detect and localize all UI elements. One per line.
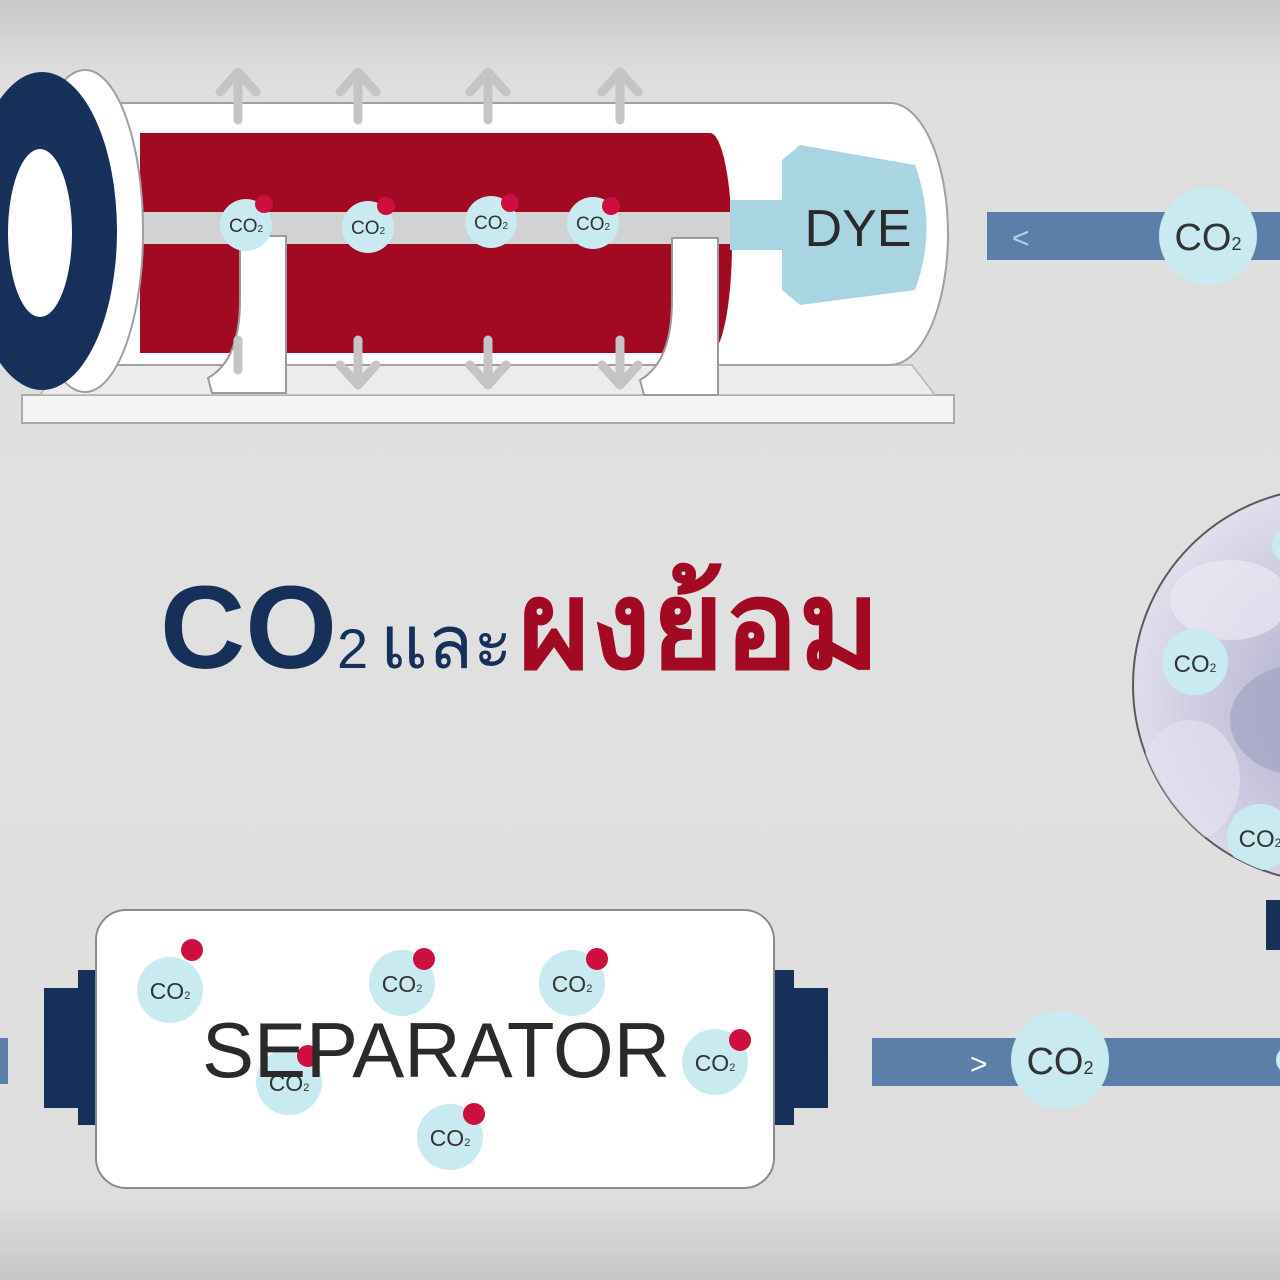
headline: CO2 และ ผงย้อม xyxy=(160,557,880,695)
return-pipe: < CO2 xyxy=(987,187,1280,285)
svg-text:CO2: CO2 xyxy=(474,213,509,234)
arrow-down-icon xyxy=(597,335,643,390)
title-dye-powder: ผงย้อม xyxy=(518,557,880,695)
svg-text:CO2: CO2 xyxy=(1174,651,1217,678)
arrow-down-icon xyxy=(465,335,511,390)
svg-text:CO2: CO2 xyxy=(1026,1041,1093,1083)
co2-molecule-icon: CO2 xyxy=(137,939,203,1023)
co2-molecule-icon: CO2 xyxy=(567,197,620,249)
svg-text:CO2: CO2 xyxy=(229,216,264,237)
dye-label: DYE xyxy=(805,200,912,258)
arrow-up-icon xyxy=(335,67,381,125)
outlet-pipe: > CO2 xyxy=(872,1011,1280,1109)
machine-base xyxy=(21,394,955,424)
co2-molecule-icon: CO2 xyxy=(1227,804,1280,870)
separator-flange-right-outer xyxy=(788,988,828,1108)
co2-molecule-icon: CO2 xyxy=(465,194,519,248)
co2-molecule-icon: CO2 xyxy=(256,1045,322,1115)
co2-molecule-icon: CO2 xyxy=(1159,187,1257,285)
pipe-left-stub xyxy=(0,1038,8,1084)
svg-text:CO2: CO2 xyxy=(351,218,386,239)
separator-label: SEPARATOR xyxy=(202,1006,670,1094)
arrow-up-icon xyxy=(465,67,511,125)
dye-injector xyxy=(730,145,927,305)
beam-support-left xyxy=(206,235,287,394)
co2-molecule-icon: CO2 xyxy=(1162,629,1228,695)
arrow-up-icon xyxy=(597,67,643,125)
vessel-contents: CO2 CO2 xyxy=(1140,527,1280,870)
title-co2: CO2 xyxy=(160,562,368,694)
arrow-down-icon xyxy=(335,335,381,390)
co2-molecule-icon: CO2 xyxy=(1011,1011,1109,1109)
svg-text:CO2: CO2 xyxy=(382,971,423,997)
svg-text:CO2: CO2 xyxy=(269,1070,310,1096)
separator-unit: CO2 CO2 CO2 CO2 CO2 CO2 SEPARATOR xyxy=(44,909,828,1189)
svg-text:CO2: CO2 xyxy=(552,971,593,997)
pressure-arrows xyxy=(215,67,643,390)
beam-co2-molecules: CO2 CO2 CO2 CO2 xyxy=(220,194,620,253)
co2-molecule-icon: CO2 xyxy=(342,197,395,253)
svg-text:CO2: CO2 xyxy=(695,1050,736,1076)
machine-door-window xyxy=(8,149,72,317)
svg-text:CO2: CO2 xyxy=(430,1125,471,1151)
co2-molecule-icon xyxy=(1276,1050,1280,1070)
beam-support-right xyxy=(638,237,719,396)
pressure-vessel: CO2 CO2 xyxy=(1132,493,1280,950)
svg-text:CO2: CO2 xyxy=(1174,217,1241,259)
co2-molecule-icon: CO2 xyxy=(369,948,435,1016)
svg-text:CO2: CO2 xyxy=(576,214,611,235)
svg-text:CO2: CO2 xyxy=(1239,826,1280,853)
co2-molecule-icon: CO2 xyxy=(539,948,608,1016)
vessel-flange xyxy=(1266,900,1280,950)
co2-molecule-icon: CO2 xyxy=(682,1029,751,1095)
svg-text:CO2: CO2 xyxy=(150,978,191,1004)
co2-molecule-icon: CO2 xyxy=(220,195,273,251)
separator-flange-left-outer xyxy=(44,988,84,1108)
co2-molecule-icon: CO2 xyxy=(417,1103,485,1170)
separator-flange-left-inner xyxy=(78,970,100,1125)
dyeing-machine: DYE xyxy=(0,69,955,424)
title-and: และ xyxy=(380,601,513,684)
arrow-up-icon xyxy=(215,67,261,125)
flow-right-arrow-icon: > xyxy=(970,1048,988,1081)
flow-left-arrow-icon: < xyxy=(1012,222,1030,255)
